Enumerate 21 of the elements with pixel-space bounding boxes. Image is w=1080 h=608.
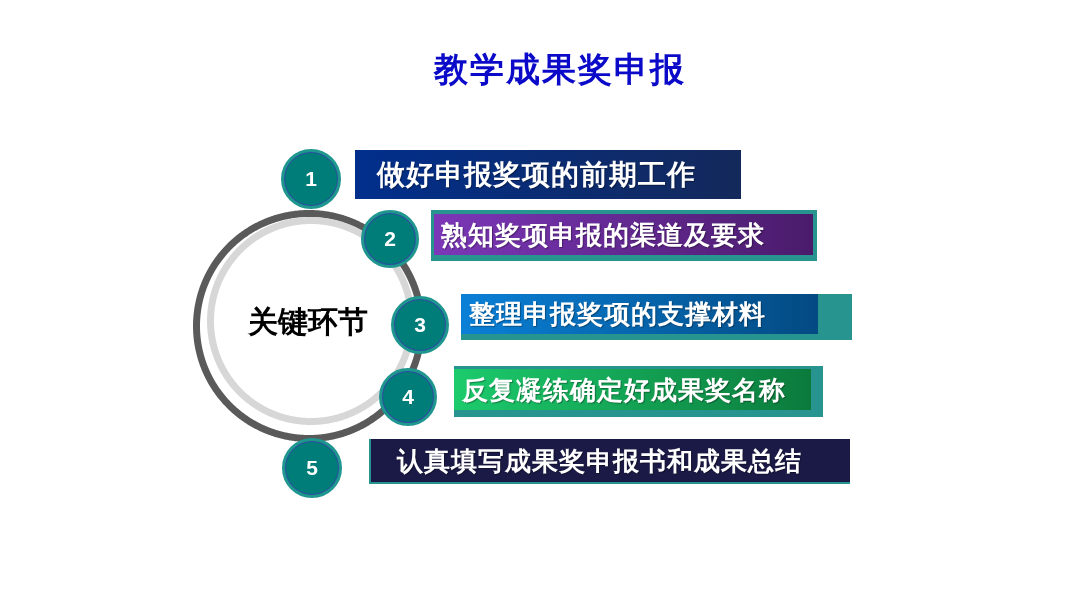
- step-text: 熟知奖项申报的渠道及要求: [441, 218, 765, 251]
- step-text: 整理申报奖项的支撑材料: [469, 298, 766, 330]
- step-banner: [355, 150, 741, 199]
- step-number: 4: [402, 385, 414, 409]
- step-banner: [461, 294, 852, 340]
- step-text: 反复凝练确定好成果奖名称: [462, 373, 786, 406]
- step-number: 5: [306, 456, 318, 480]
- step-number: 2: [384, 227, 396, 251]
- step-text: 认真填写成果奖申报书和成果总结: [397, 444, 802, 477]
- center-label: 关键环节: [248, 304, 368, 340]
- step-number: 3: [414, 313, 426, 337]
- step-banner: [431, 210, 817, 261]
- title: 教学成果奖申报: [434, 48, 686, 91]
- step-number-circle: [379, 368, 437, 426]
- step-banner: [454, 366, 823, 417]
- step-number-circle: [391, 296, 449, 354]
- step-number: 1: [305, 167, 317, 191]
- step-text: 做好申报奖项的前期工作: [377, 158, 696, 191]
- step-banner: [369, 439, 850, 484]
- step-number-circle: [281, 149, 341, 209]
- step-number-circle: [282, 438, 342, 498]
